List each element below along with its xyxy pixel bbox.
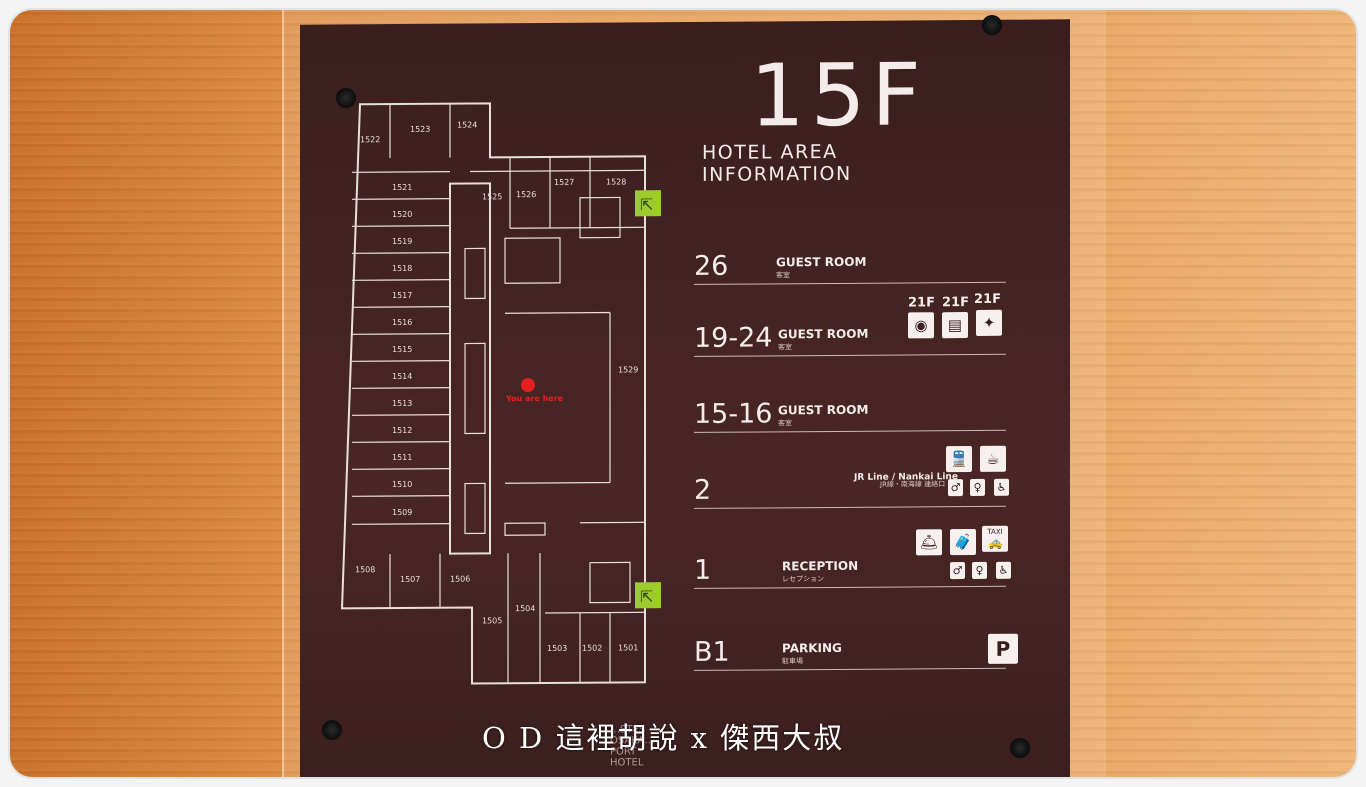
directory-floor: 2 — [694, 474, 712, 506]
exit-icon: ⇱ — [635, 190, 661, 217]
picto-floor-label: 21F — [908, 295, 935, 311]
exit-icon: ⇱ — [635, 582, 661, 609]
svg-text:⇱: ⇱ — [640, 195, 653, 214]
room-label: 1524 — [457, 120, 477, 129]
concierge-icon: 🛎 — [916, 529, 942, 556]
room-label: 1517 — [392, 291, 412, 300]
directory-floor: 15-16 — [694, 398, 773, 430]
room-label: 1510 — [392, 480, 412, 489]
room-label: 1520 — [392, 210, 412, 219]
directory-floor: 1 — [694, 554, 712, 586]
room-label: 1529 — [618, 365, 638, 374]
luggage-icon: 🧳 — [950, 528, 976, 556]
mounting-screw — [1010, 738, 1030, 758]
room-divider-left — [352, 103, 451, 609]
directory-row: B1 PARKING 駐車場 — [694, 629, 1006, 671]
room-label: 1518 — [392, 264, 412, 273]
room-label: 1522 — [360, 135, 380, 144]
sign-subtitle: HOTEL AREA INFORMATION — [702, 140, 852, 186]
watermark: O D 這裡胡說 x 傑西大叔 — [482, 721, 845, 755]
photo-frame: 1522 1523 1524 1521 1520 1519 1518 1517 … — [10, 10, 1356, 777]
room-label: 1516 — [392, 318, 412, 327]
floor-plan-map: 1522 1523 1524 1521 1520 1519 1518 1517 … — [340, 102, 661, 685]
you-are-here-marker — [521, 378, 535, 393]
service-block-d — [464, 482, 486, 535]
svg-text:⇱: ⇱ — [640, 587, 653, 606]
directory-label: RECEPTION — [782, 558, 859, 574]
room-label: 1515 — [392, 345, 412, 354]
room-label: 1509 — [392, 508, 412, 517]
room-label: 1526 — [516, 190, 536, 199]
parking-icon: P — [988, 633, 1018, 664]
room-label: 1505 — [482, 616, 502, 625]
room-label: 1504 — [515, 604, 535, 613]
directory-floor: B1 — [694, 636, 730, 668]
restroom-women-icon: ♀ — [970, 478, 985, 497]
mounting-screw — [982, 15, 1002, 35]
room-label: 1501 — [618, 643, 638, 652]
room-label: 1512 — [392, 426, 412, 435]
room-label: 1506 — [450, 574, 470, 583]
room-label: 1525 — [482, 192, 502, 201]
floor-sign: 1522 1523 1524 1521 1520 1519 1518 1517 … — [300, 19, 1070, 777]
restroom-women-icon: ♀ — [972, 561, 987, 579]
room-divider-right — [470, 156, 645, 684]
directory-label: GUEST ROOM — [778, 326, 869, 342]
inner-corridor — [449, 182, 491, 555]
accessible-icon: ♿ — [994, 478, 1009, 496]
mounting-screw — [336, 88, 356, 108]
directory-sublabel: 客室 — [778, 343, 792, 352]
ice-icon: ✦ — [976, 309, 1002, 336]
service-block-a — [504, 237, 561, 284]
room-label: 1502 — [582, 644, 602, 653]
room-label: 1508 — [355, 565, 375, 574]
accessible-icon: ♿ — [996, 561, 1011, 579]
directory-sublabel: レセプション — [782, 575, 824, 584]
directory-label: PARKING — [782, 640, 842, 656]
directory-floor: 19-24 — [694, 322, 773, 354]
cafe-icon: ☕ — [980, 445, 1006, 472]
floor-number: 15F — [750, 45, 927, 147]
room-label: 1519 — [392, 237, 412, 246]
directory-sublabel: 駐車場 — [782, 657, 803, 666]
room-label: 1523 — [410, 125, 430, 134]
directory-row: 26 GUEST ROOM 客室 — [694, 243, 1006, 285]
outer-wall — [340, 102, 646, 685]
room-label: 1513 — [392, 399, 412, 408]
service-block-e — [504, 522, 546, 536]
room-label: 1511 — [392, 453, 412, 462]
directory-sublabel: 客室 — [778, 419, 792, 428]
service-block-c — [464, 342, 486, 435]
room-label: 1503 — [547, 644, 567, 653]
vending-icon: ▤ — [942, 312, 968, 339]
directory-label: GUEST ROOM — [778, 402, 869, 418]
directory-row: 15-16 GUEST ROOM 客室 — [694, 391, 1006, 433]
you-are-here-label: You are here — [505, 394, 564, 403]
room-label: 1521 — [392, 183, 412, 192]
room-label: 1528 — [606, 177, 626, 186]
stair-core-lower — [589, 561, 631, 604]
picto-floor-label: 21F — [974, 291, 1001, 307]
directory-sublabel: JR線・南海線 連絡口 — [880, 480, 946, 489]
restroom-men-icon: ♂ — [950, 562, 965, 580]
laundry-icon: ◉ — [908, 312, 934, 339]
restroom-men-icon: ♂ — [948, 479, 963, 497]
directory-floor: 26 — [694, 250, 729, 282]
room-label: 1514 — [392, 372, 412, 381]
service-block-b — [464, 247, 486, 300]
room-label: 1507 — [400, 575, 420, 584]
directory-label: GUEST ROOM — [776, 254, 867, 270]
taxi-icon-label: TAXI — [987, 527, 1003, 536]
mounting-screw — [322, 720, 342, 740]
picto-floor-label: 21F — [942, 295, 969, 311]
directory-sublabel: 客室 — [776, 271, 790, 280]
train-icon: 🚆 — [946, 445, 972, 473]
room-label: 1527 — [554, 178, 574, 187]
stair-core — [579, 196, 621, 239]
taxi-icon: TAXI🚕 — [982, 525, 1008, 552]
